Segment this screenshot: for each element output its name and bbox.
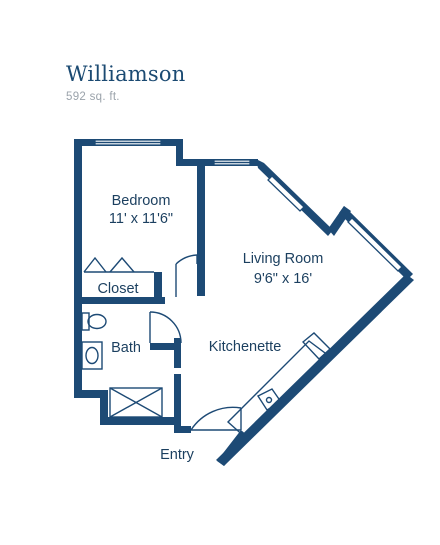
window-living-diag-2 (347, 217, 403, 272)
kitchenette-label: Kitchenette (209, 339, 282, 355)
wall-left-lower (74, 390, 108, 398)
living-room-name: Living Room (243, 251, 324, 267)
wall-bath-right-lower (174, 374, 181, 424)
toilet-bowl (87, 313, 107, 330)
vanity (81, 341, 103, 370)
wall-bath-left (100, 390, 108, 424)
wall-closet-bottom (74, 297, 165, 304)
window-living-diag-1 (267, 175, 305, 212)
wall-closet-right (154, 272, 162, 304)
kitchen-sink-drain (265, 396, 273, 404)
closet-door-left (83, 256, 107, 273)
bedroom-name: Bedroom (112, 193, 171, 209)
plan-title: Williamson (66, 62, 186, 86)
plan-area: 592 sq. ft. (66, 91, 120, 103)
entry-door-swing (190, 406, 242, 431)
kitchen-sink-outer (256, 388, 283, 411)
wall-left-upper (74, 139, 82, 397)
bath-fixtures (81, 312, 163, 418)
toilet-tank (81, 312, 90, 331)
wall-entry-jamb (174, 417, 181, 432)
closet-label: Closet (97, 281, 138, 297)
wall-notch-vertical (176, 139, 183, 165)
windows (94, 139, 403, 272)
refrigerator (301, 332, 332, 360)
wall-bedroom-right (197, 165, 205, 296)
shower-cross-2 (109, 387, 163, 418)
bedroom-dims: 11' x 11'6" (109, 211, 173, 227)
sink-basin (85, 346, 99, 365)
shower (109, 387, 163, 418)
kitchen-counter (226, 340, 331, 439)
bath-door-swing (149, 311, 182, 344)
closet-door-right (109, 256, 135, 273)
bath-label: Bath (111, 340, 141, 356)
kitchen-fixtures (226, 332, 332, 439)
doors (83, 254, 242, 431)
living-room-dims: 9'6" x 16' (254, 271, 312, 287)
wall-bath-right-upper (174, 338, 181, 368)
room-labels: Bedroom 11' x 11'6" Living Room 9'6" x 1… (97, 193, 323, 463)
bedroom-door-swing (175, 254, 198, 265)
wall-entry-stub (174, 426, 191, 433)
interior-walls (74, 165, 205, 424)
wall-entry-right (217, 430, 248, 466)
entry-label: Entry (160, 447, 195, 463)
wall-bath-top-stub (150, 343, 181, 350)
wall-bath-bottom (100, 417, 179, 425)
